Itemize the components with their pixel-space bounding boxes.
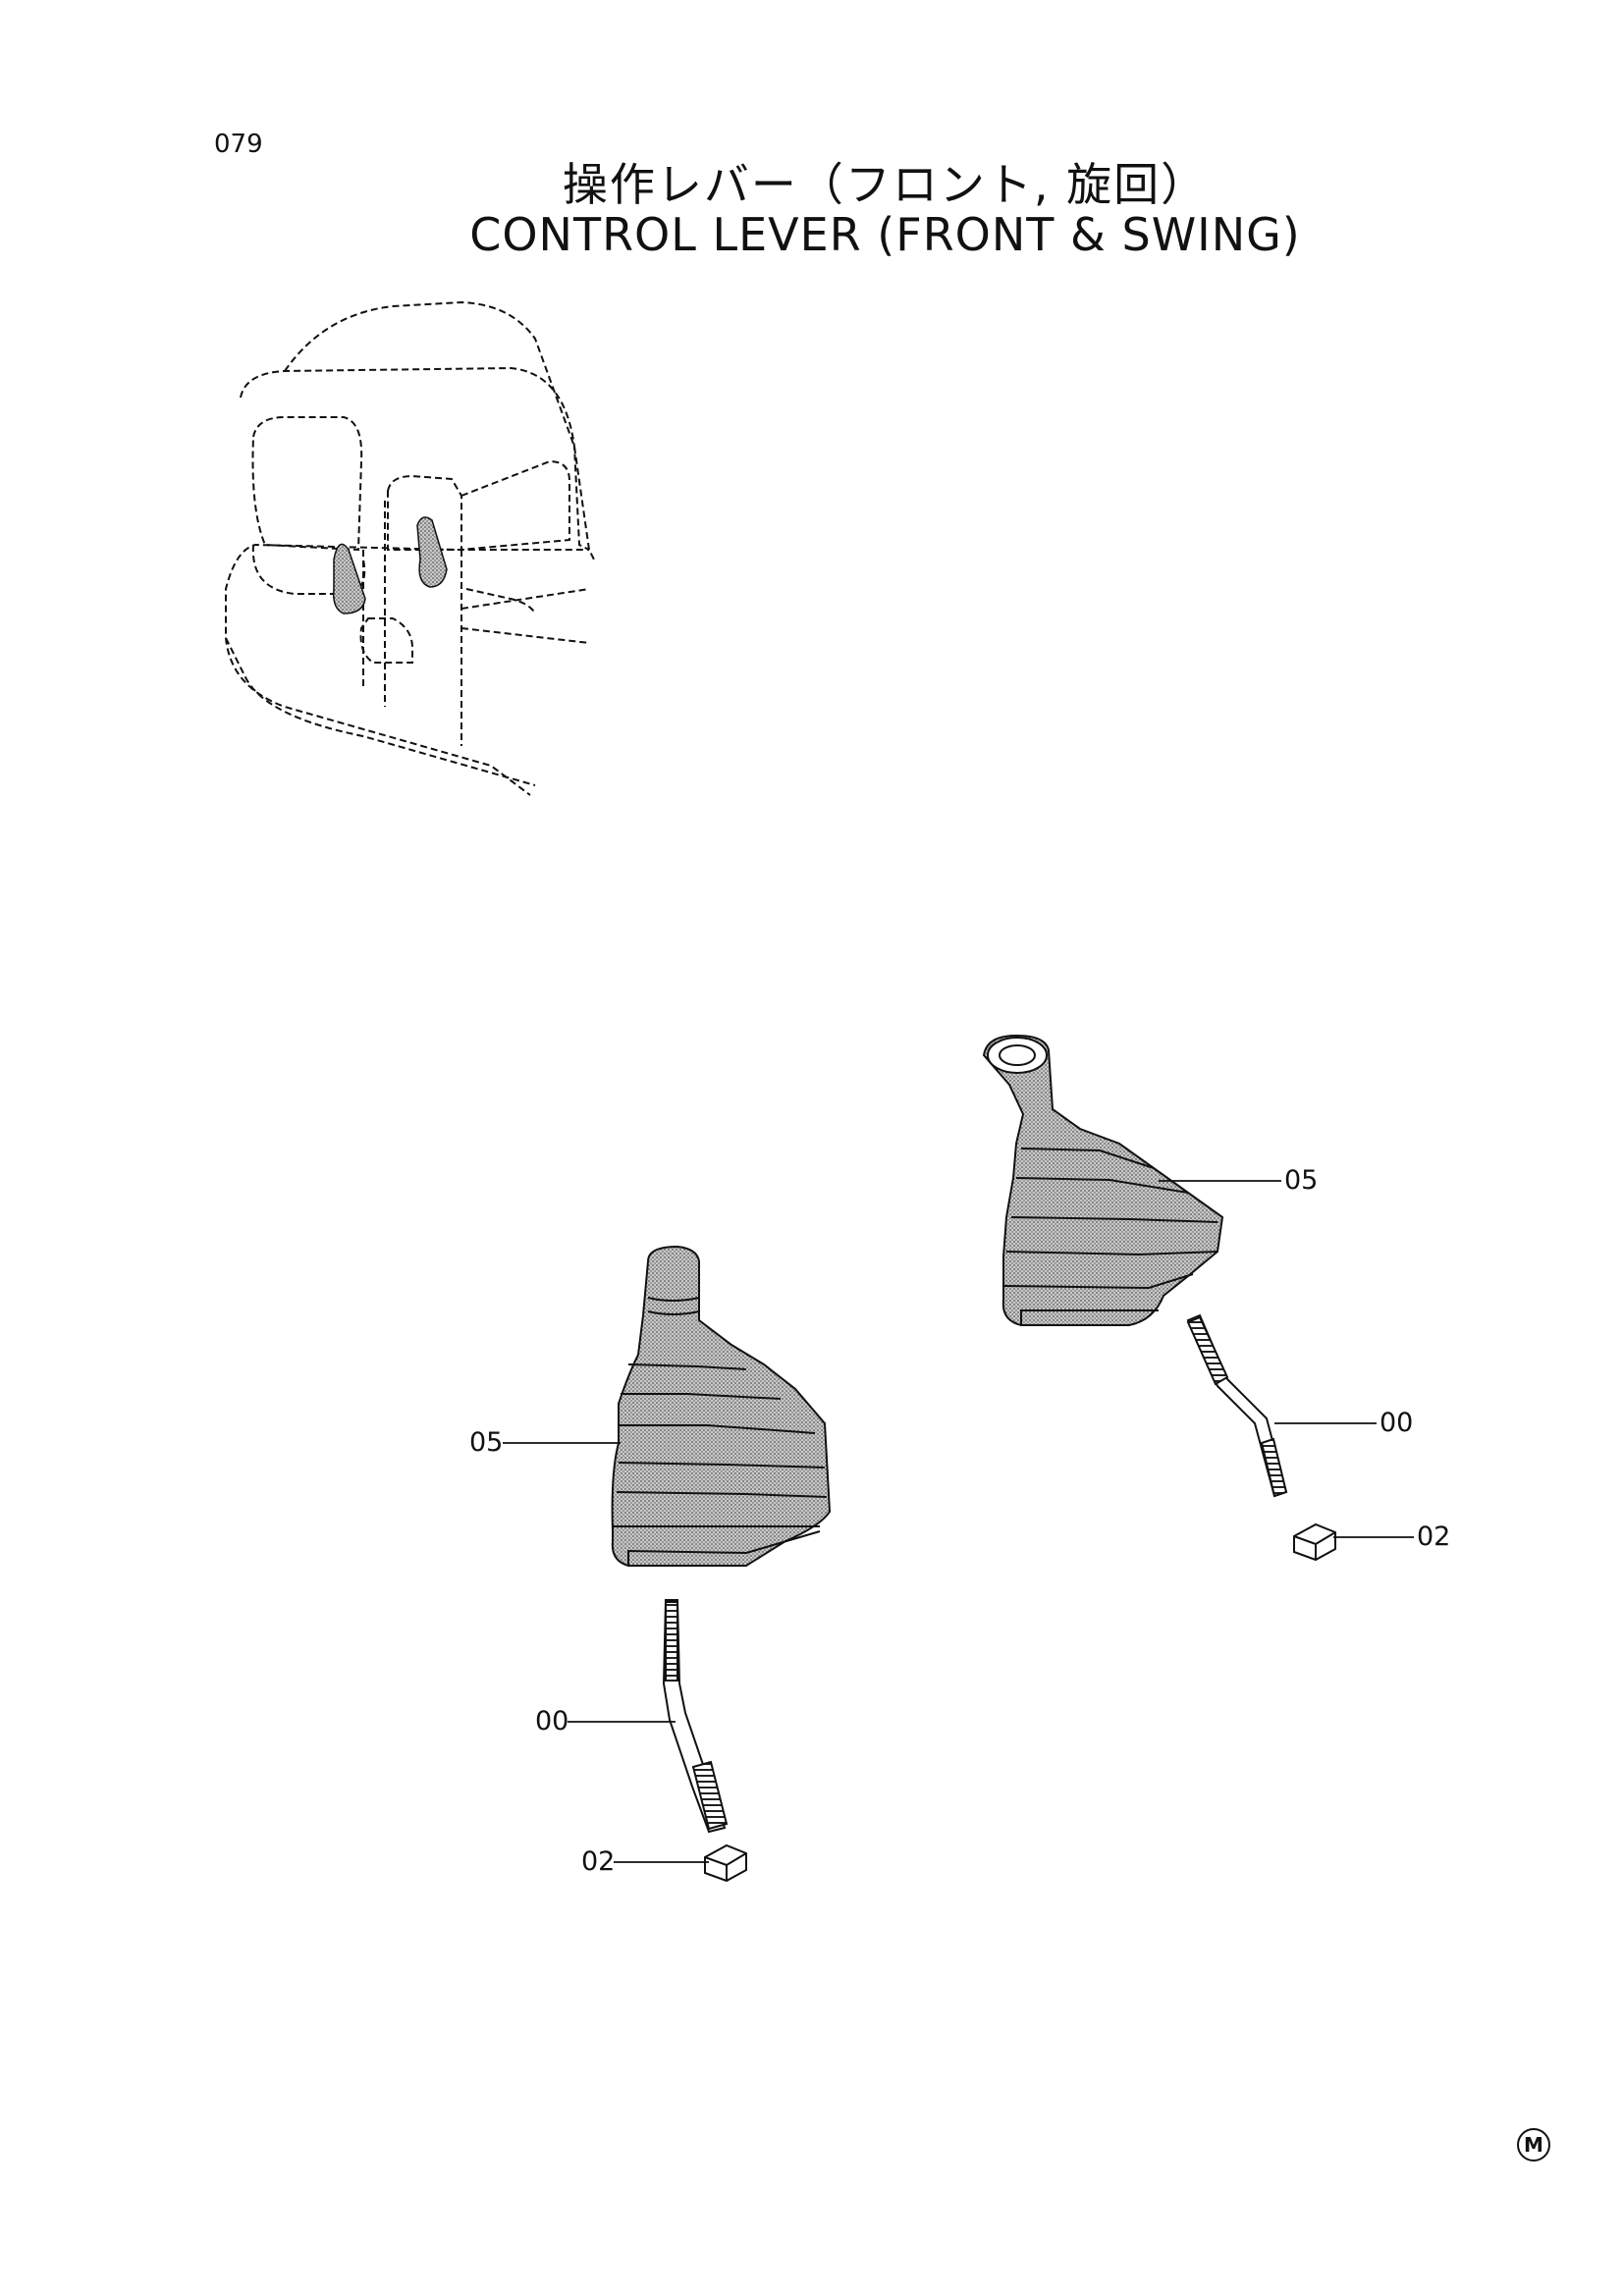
title-japanese: 操作レバー（フロント, 旋回） (562, 158, 1209, 211)
right-rubber-boot (982, 1034, 1224, 1326)
cab-lever-highlights (332, 516, 448, 614)
callout-right-05: 05 (1284, 1165, 1319, 1196)
callout-left-02: 02 (581, 1846, 616, 1877)
page-number: 079 (214, 130, 263, 159)
callout-left-00: 00 (535, 1706, 569, 1736)
cab-overview (225, 300, 595, 796)
left-nut (704, 1843, 747, 1883)
callout-right-02: 02 (1417, 1522, 1451, 1552)
right-lever (1186, 1313, 1288, 1498)
m-marker: M (1517, 2128, 1550, 2162)
title-english: CONTROL LEVER (FRONT & SWING) (469, 208, 1301, 261)
left-lever (662, 1599, 729, 1834)
callout-left-05: 05 (469, 1427, 504, 1458)
leader-lines (503, 1180, 1414, 1863)
callout-right-00: 00 (1380, 1408, 1414, 1438)
left-rubber-boot (611, 1245, 832, 1567)
right-nut (1293, 1522, 1336, 1562)
